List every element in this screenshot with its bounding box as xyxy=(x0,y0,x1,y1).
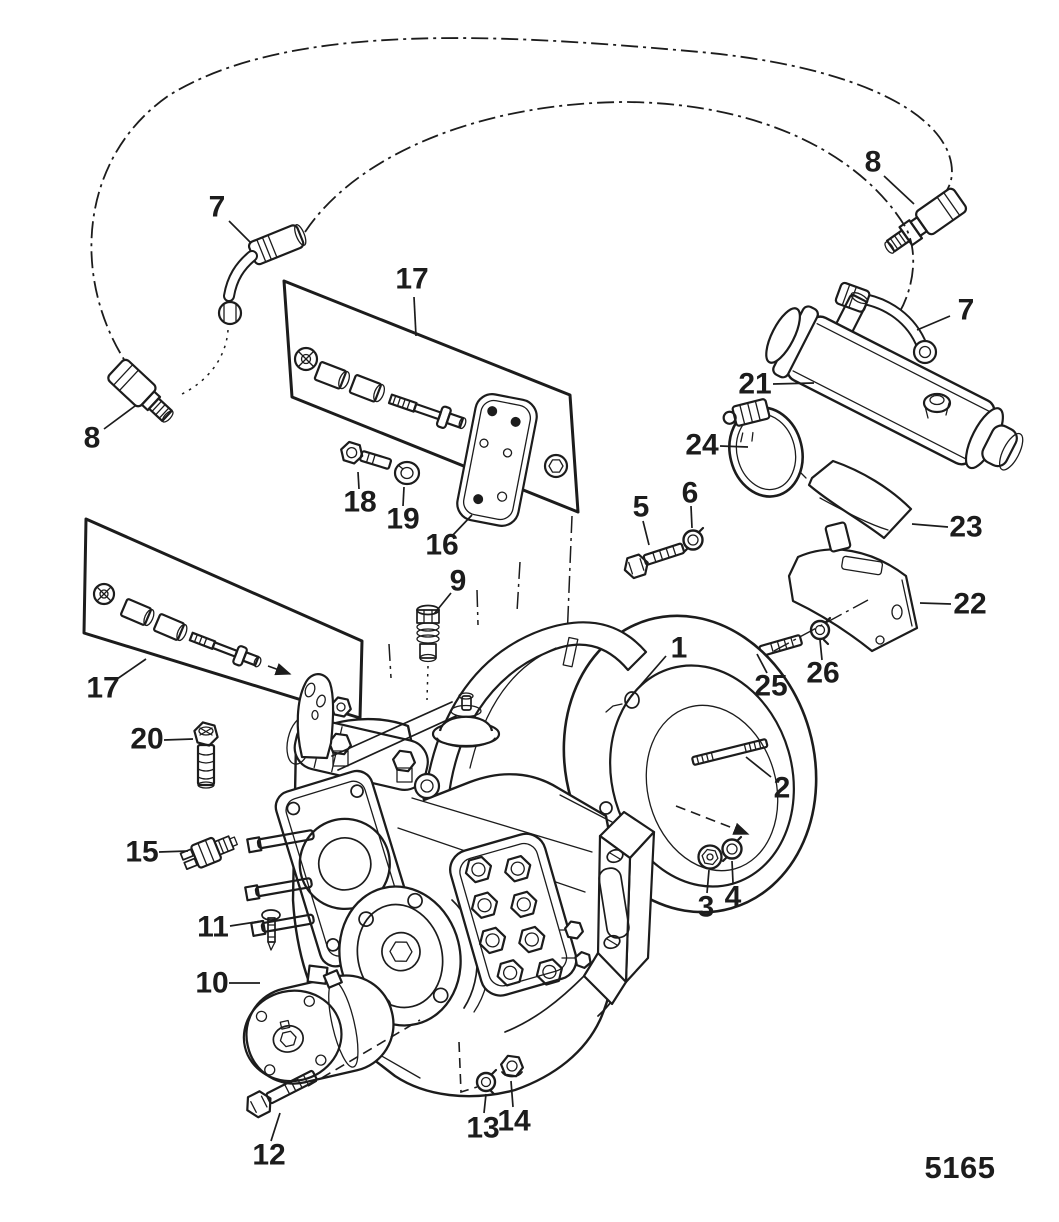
leader-1-transmission xyxy=(632,655,667,695)
plug-20 xyxy=(193,721,219,789)
leader-14-nut xyxy=(510,1080,514,1108)
leader-21-oil-cooler xyxy=(772,382,815,385)
assembly-arrow xyxy=(675,805,750,835)
callout-3-nut: 3 xyxy=(698,891,715,924)
callout-9-fitting: 9 xyxy=(450,565,467,598)
leader-6-washer xyxy=(690,505,693,529)
callout-26-washer: 26 xyxy=(806,657,839,690)
leader-25-bolt xyxy=(756,653,768,674)
leader-26-washer xyxy=(819,639,823,661)
callout-16-plate: 16 xyxy=(425,529,458,562)
nut-14 xyxy=(500,1054,524,1078)
bolt-18 xyxy=(340,440,393,470)
callout-15-sender: 15 xyxy=(125,836,158,869)
alignment-lines xyxy=(388,515,573,679)
callout-14-nut: 14 xyxy=(497,1105,531,1138)
callout-20-plug: 20 xyxy=(130,723,163,756)
callout-17-left-kit: 17 xyxy=(86,672,119,705)
gasket-23 xyxy=(799,459,913,540)
leader-19-washer xyxy=(402,486,405,507)
callout-23-gasket: 23 xyxy=(949,511,982,544)
leader-24-hose-clamp xyxy=(719,445,749,448)
washer-26 xyxy=(809,616,832,646)
callout-5-bolt: 5 xyxy=(633,491,650,524)
valve-plug-panel xyxy=(449,832,592,997)
bolt-5 xyxy=(623,542,686,580)
callout-25-bolt: 25 xyxy=(754,670,787,703)
callout-24-hose-clamp: 24 xyxy=(685,429,719,462)
rear-mount-block xyxy=(504,810,656,1033)
lock-washer-13 xyxy=(475,1068,498,1096)
leader-11-screw xyxy=(229,920,263,927)
kit-shift-shaft xyxy=(387,393,467,430)
leader-22-bracket xyxy=(919,602,952,605)
drawing-number: 5165 xyxy=(924,1150,996,1185)
shift-plate-16 xyxy=(456,393,538,527)
leader-17-upper-kit xyxy=(413,296,417,337)
sender-15 xyxy=(179,835,238,871)
callout-10-coupler: 10 xyxy=(195,967,228,1000)
callout-2-stud: 2 xyxy=(774,772,791,805)
leader-18-bolt xyxy=(357,471,360,490)
callout-8-left-fitting: 8 xyxy=(84,422,101,455)
callout-22-bracket: 22 xyxy=(953,588,986,621)
lock-washer-6 xyxy=(682,526,705,554)
leader-15-sender xyxy=(158,850,189,853)
leader-4-lock-washer xyxy=(731,860,734,884)
hex-plugs xyxy=(464,854,564,987)
leader-9-fitting xyxy=(433,592,452,615)
leader-3-nut xyxy=(706,869,710,894)
leader-7-right-hose xyxy=(916,315,951,331)
callout-6-washer: 6 xyxy=(682,477,699,510)
leader-12-bolt xyxy=(270,1112,281,1142)
callout-8-upper-right: 8 xyxy=(865,146,882,179)
fitting-9 xyxy=(416,604,440,701)
fitting-8-right xyxy=(884,187,968,254)
callout-4-lock-washer: 4 xyxy=(725,881,742,914)
engine-mount xyxy=(431,692,501,748)
upper-repair-kit-box xyxy=(282,279,580,514)
screw-11 xyxy=(261,909,281,951)
leader-20-plug xyxy=(163,738,194,741)
elbow-hose-fitting-7 xyxy=(177,224,307,397)
nut-3 xyxy=(697,844,723,870)
leader-13-lock-washer xyxy=(483,1093,487,1114)
oil-cooler-21 xyxy=(765,292,1024,471)
callout-13-lock-washer: 13 xyxy=(466,1112,499,1145)
leader-2-stud xyxy=(745,756,772,778)
callout-18-bolt: 18 xyxy=(343,486,376,519)
leader-8-left-fitting xyxy=(103,405,136,430)
stud-2 xyxy=(691,738,769,766)
shift-bracket-arm xyxy=(296,673,335,760)
leader-23-gasket xyxy=(911,523,949,528)
callout-11-screw: 11 xyxy=(197,911,229,944)
leader-5-bolt xyxy=(642,520,650,546)
callout-17-upper-kit: 17 xyxy=(395,263,428,296)
leader-7-elbow-fitting xyxy=(228,220,251,243)
callout-1-transmission: 1 xyxy=(671,632,688,665)
callout-7-elbow-fitting: 7 xyxy=(209,191,226,224)
leader-16-plate xyxy=(451,514,473,537)
leader-17-left-kit xyxy=(116,658,147,680)
callout-19-washer: 19 xyxy=(386,503,419,536)
left-repair-kit-box xyxy=(82,517,364,720)
mounting-studs xyxy=(244,829,315,937)
leader-8-upper-right xyxy=(883,175,915,205)
bracket-22 xyxy=(771,521,919,653)
callout-21-oil-cooler: 21 xyxy=(738,368,771,401)
phantom-l-line xyxy=(458,1041,478,1094)
hose-clamp-24 xyxy=(722,398,804,498)
bolt-axis-phantom xyxy=(307,1019,421,1087)
lock-washer-4 xyxy=(721,835,743,863)
washer-19 xyxy=(393,460,421,486)
callout-12-bolt: 12 xyxy=(252,1139,285,1172)
callout-7-right-hose: 7 xyxy=(958,294,975,327)
fitting-8-left xyxy=(107,358,174,423)
bolt-12 xyxy=(246,1069,318,1119)
